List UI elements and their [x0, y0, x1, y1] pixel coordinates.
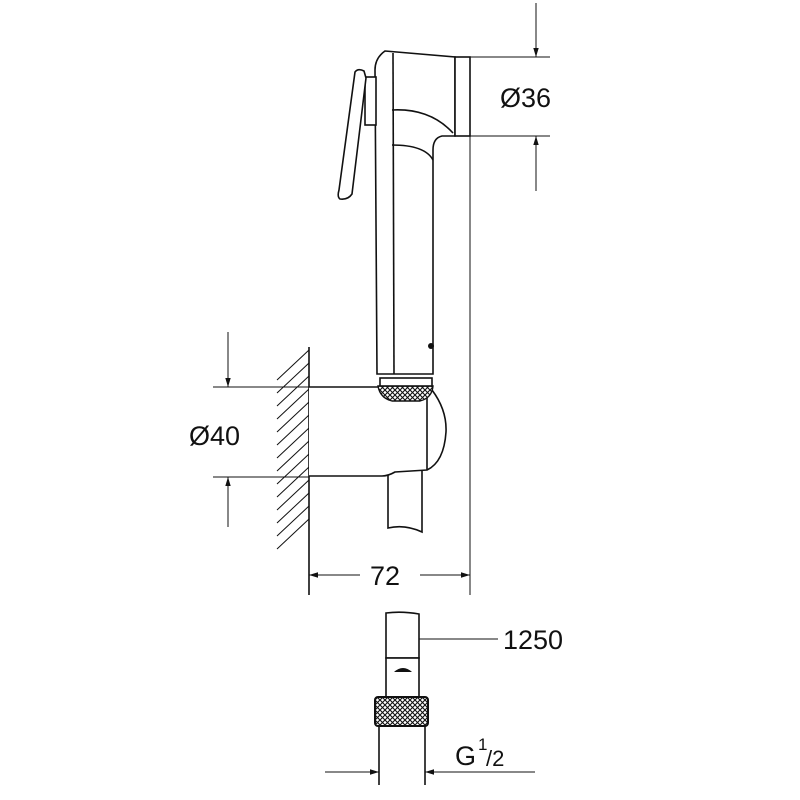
- thread-numerator: 1: [478, 735, 487, 754]
- hatch-line: [276, 388, 310, 420]
- projection-72-dimension: 72: [309, 561, 470, 591]
- thread-dimension: G 1 /2: [325, 735, 535, 775]
- hatch-line: [276, 453, 310, 485]
- wall-hatching: [276, 347, 310, 595]
- spray-nut: [379, 377, 433, 387]
- hatch-line: [276, 362, 310, 394]
- knurled-ring: [377, 385, 434, 402]
- hatch-line: [276, 518, 310, 550]
- thread-denominator: /2: [486, 746, 504, 771]
- hatch-line: [276, 479, 310, 511]
- hose-length-dimension: 1250: [419, 625, 563, 655]
- hatch-line: [276, 466, 310, 498]
- hose-end-connector: [374, 611, 429, 785]
- projection-72-label: 72: [370, 561, 400, 591]
- hatch-line: [276, 349, 310, 381]
- hatch-line: [276, 492, 310, 524]
- hatch-line: [276, 427, 310, 459]
- thread-label: G: [455, 741, 476, 771]
- hose-length-label: 1250: [503, 625, 563, 655]
- hose-upper: [387, 470, 423, 534]
- diameter-36-dimension: Ø36: [470, 3, 551, 191]
- diameter-40-dimension: Ø40: [189, 332, 309, 527]
- hatch-line: [276, 505, 310, 537]
- hatch-line: [276, 401, 310, 433]
- diameter-36-label: Ø36: [500, 83, 551, 113]
- spray-lever: [337, 68, 377, 200]
- nozzle-dot: [428, 343, 434, 349]
- hatch-line: [276, 375, 310, 407]
- hatch-line: [276, 440, 310, 472]
- diameter-40-label: Ø40: [189, 421, 240, 451]
- hatch-line: [276, 414, 310, 446]
- hand-spray: [374, 50, 471, 375]
- wall-holder: [309, 386, 447, 477]
